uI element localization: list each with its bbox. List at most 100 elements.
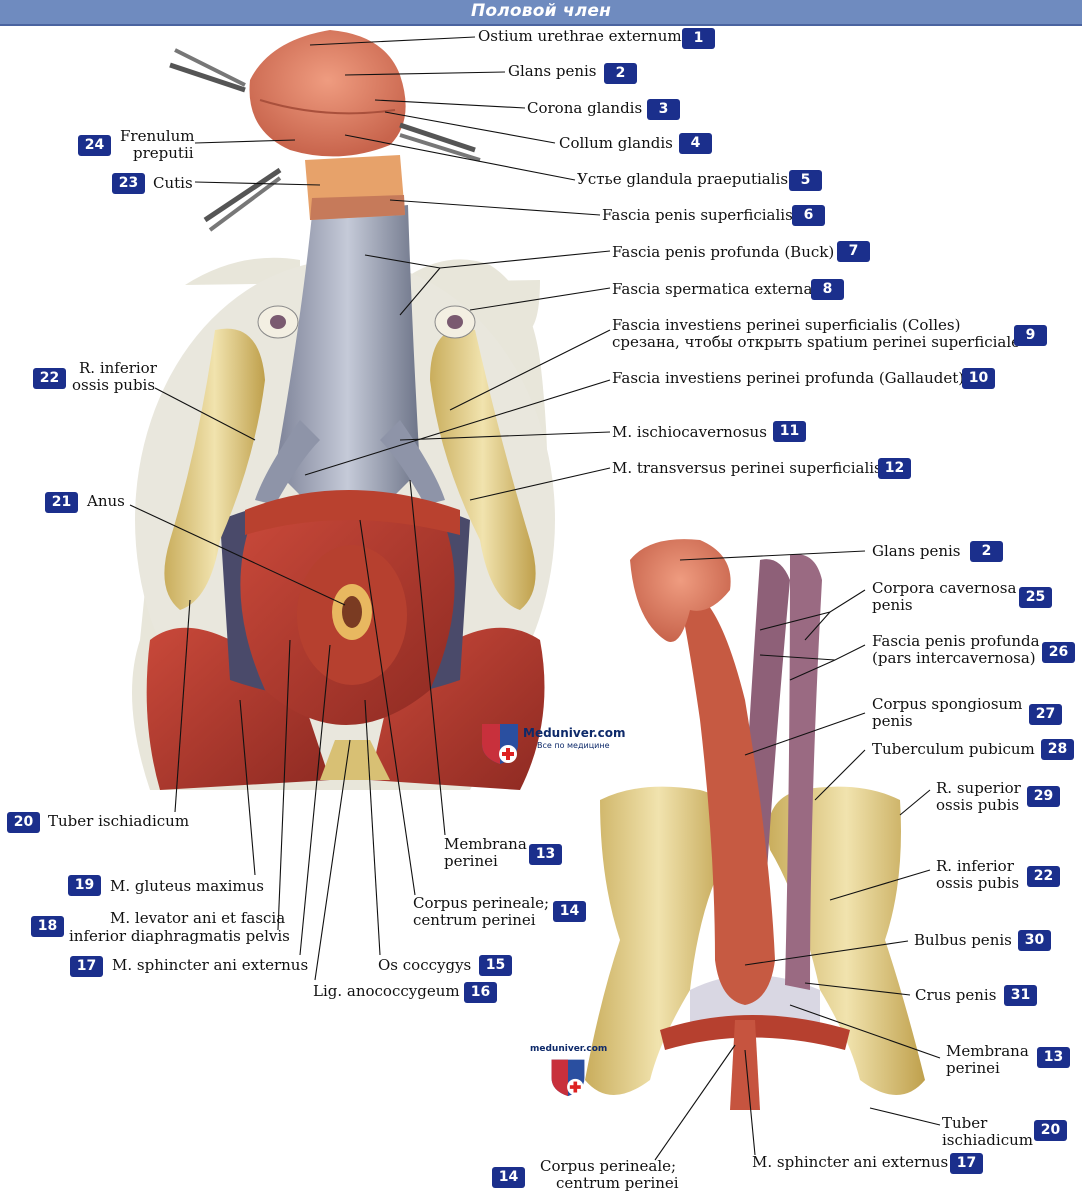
label-sphincter-ani: M. sphincter ani externus	[112, 956, 309, 974]
badge-16: 16	[464, 982, 497, 1003]
watermark-tagline: Все по медицине	[537, 741, 610, 750]
label-corona-glandis: Corona glandis	[527, 99, 643, 117]
shield-logo-icon	[551, 1059, 585, 1097]
leader-lines	[129, 36, 941, 1161]
corpus-cavernosum-right	[785, 554, 822, 990]
label-membrana-perinei-r-2: perinei	[946, 1059, 1000, 1077]
badge-12: 12	[878, 458, 911, 479]
badge-22: 22	[33, 368, 66, 389]
label-colles-fascia-2: срезана, чтобы открыть spatium perinei s…	[612, 333, 1021, 351]
label-fascia-intercavernosa: Fascia penis profunda	[872, 632, 1040, 650]
gluteus-left	[146, 627, 330, 790]
label-tuberculum-pubicum: Tuberculum pubicum	[872, 740, 1035, 758]
label-corpus-perineale-r: Corpus perineale;	[540, 1157, 677, 1175]
label-transversus-perinei: M. transversus perinei superficialis	[612, 459, 882, 477]
badge-4: 4	[679, 133, 712, 154]
badge-13-r: 13	[1037, 1047, 1070, 1068]
label-sphincter-ani-r: M. sphincter ani externus	[752, 1153, 949, 1171]
label-ostium-urethrae: Ostium urethrae externum	[478, 27, 682, 45]
label-r-superior-2: ossis pubis	[936, 796, 1020, 814]
label-lig-anococcygeum: Lig. anococcygeum	[313, 982, 460, 1000]
label-r-inferior-r: R. inferior	[936, 857, 1014, 875]
label-r-superior: R. superior	[936, 779, 1021, 797]
badge-25: 25	[1019, 587, 1052, 608]
label-corpora-cavernosa: Corpora cavernosa	[872, 579, 1017, 597]
glans-penis-right	[630, 539, 731, 642]
label-gallaudet-fascia: Fascia investiens perinei profunda (Gall…	[612, 369, 965, 387]
label-levator-ani: M. levator ani et fascia	[110, 909, 286, 927]
badge-31: 31	[1004, 985, 1037, 1006]
label-membrana-perinei: Membrana	[444, 835, 527, 853]
label-fascia-penis-superficialis: Fascia penis superficialis	[602, 206, 793, 224]
badge-30: 30	[1018, 930, 1051, 951]
label-membrana-perinei-2: perinei	[444, 852, 498, 870]
label-tuber-ischiadicum: Tuber ischiadicum	[48, 812, 190, 830]
label-glans-penis-r: Glans penis	[872, 542, 961, 560]
label-r-inferior: R. inferior	[79, 359, 157, 377]
label-ustye-glandula: Устье glandula praeputialis	[577, 170, 789, 188]
watermark-site: Meduniver.com	[523, 726, 626, 740]
label-levator-ani-2: inferior diaphragmatis pelvis	[69, 927, 290, 945]
badge-20: 20	[7, 812, 40, 833]
badge-2-r: 2	[970, 541, 1003, 562]
label-r-inferior-r-2: ossis pubis	[936, 874, 1020, 892]
badge-20-r: 20	[1034, 1120, 1067, 1141]
transversus-perinei	[245, 490, 460, 535]
title-bar: Половой член	[0, 0, 1082, 26]
page-title: Половой член	[470, 1, 612, 21]
badge-2: 2	[604, 63, 637, 84]
label-gluteus-maximus: M. gluteus maximus	[110, 877, 264, 895]
badge-8: 8	[811, 279, 844, 300]
sphincter-right	[730, 1020, 760, 1110]
shield-logo-icon	[482, 724, 518, 764]
label-crus-penis: Crus penis	[915, 986, 997, 1004]
label-cutis: Cutis	[153, 174, 193, 192]
label-anus: Anus	[87, 492, 125, 510]
label-corpus-spongiosum: Corpus spongiosum	[872, 695, 1023, 713]
badge-17: 17	[70, 956, 103, 977]
right-illustration	[585, 539, 925, 1110]
badge-3: 3	[647, 99, 680, 120]
label-r-inferior-2: ossis pubis	[72, 376, 156, 394]
badge-7: 7	[837, 241, 870, 262]
label-fascia-penis-profunda: Fascia penis profunda (Buck)	[612, 243, 835, 261]
membrana-perinei	[690, 975, 820, 1030]
badge-22-r: 22	[1027, 866, 1060, 887]
label-tuber-ischiadicum-r-2: ischiadicum	[942, 1131, 1033, 1149]
badge-13: 13	[529, 844, 562, 865]
badge-26: 26	[1042, 642, 1075, 663]
badge-28: 28	[1041, 739, 1074, 760]
label-colles-fascia: Fascia investiens perinei superficialis …	[612, 316, 961, 334]
label-tuber-ischiadicum-r: Tuber	[942, 1114, 988, 1132]
badge-24: 24	[78, 135, 111, 156]
badge-23: 23	[112, 173, 145, 194]
label-frenulum: Frenulum	[120, 127, 195, 145]
badge-27: 27	[1029, 704, 1062, 725]
badge-11: 11	[773, 421, 806, 442]
label-bulbus-penis: Bulbus penis	[914, 931, 1012, 949]
coccyx	[320, 740, 390, 780]
label-fascia-spermatica: Fascia spermatica externa	[612, 280, 813, 298]
badge-29: 29	[1027, 786, 1060, 807]
label-fascia-intercavernosa-2: (pars intercavernosa)	[872, 649, 1036, 667]
label-corpus-perineale-2: centrum perinei	[413, 911, 536, 929]
pubic-ramus-left	[164, 328, 265, 610]
badge-14: 14	[553, 901, 586, 922]
label-frenulum-2: preputii	[133, 144, 194, 162]
watermark-logo-small	[548, 1056, 588, 1098]
label-corpora-cavernosa-2: penis	[872, 596, 913, 614]
pubic-bone-left	[585, 786, 732, 1095]
pubic-ramus-right	[430, 328, 536, 610]
badge-17-r: 17	[950, 1153, 983, 1174]
watermark-site-small: meduniver.com	[530, 1044, 608, 1054]
badge-15: 15	[479, 955, 512, 976]
label-ischiocavernosus: M. ischiocavernosus	[612, 423, 767, 441]
badge-6: 6	[792, 205, 825, 226]
badge-19: 19	[68, 875, 101, 896]
label-collum-glandis: Collum glandis	[559, 134, 673, 152]
badge-18: 18	[31, 916, 64, 937]
badge-14-r: 14	[492, 1167, 525, 1188]
label-corpus-perineale-r-2: centrum perinei	[556, 1174, 679, 1192]
left-illustration	[132, 30, 555, 790]
label-corpus-spongiosum-2: penis	[872, 712, 913, 730]
